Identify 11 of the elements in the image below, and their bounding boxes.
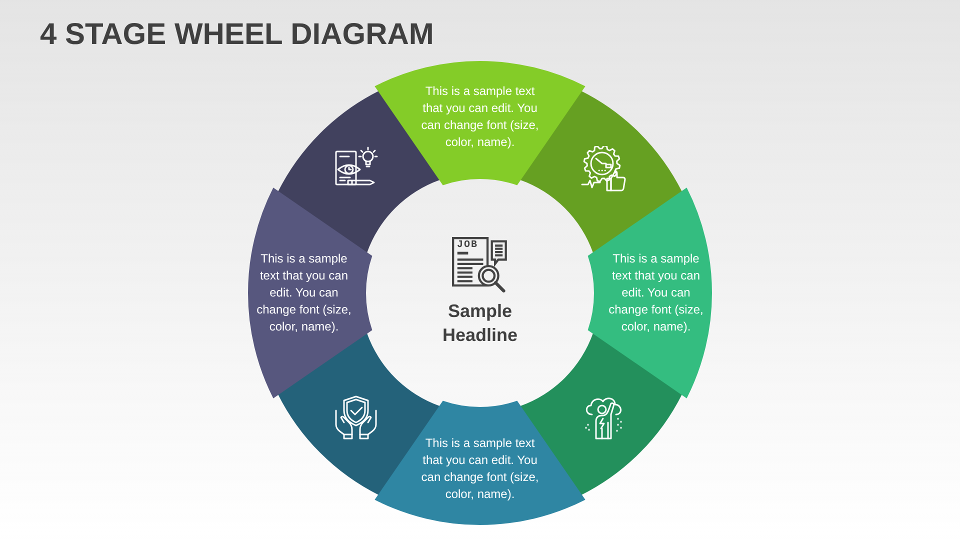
ring-segment [374, 61, 586, 186]
segment-text: This is a sample text that you can edit. You can change font (size, color, name). [420, 435, 540, 503]
segment-text: This is a sample text that you can edit. You can change font (size, color, name). [420, 83, 540, 151]
title: 4 STAGE WHEEL DIAGRAM [40, 17, 434, 53]
job-label: JOB [457, 240, 478, 251]
center-headline: Sample Headline [441, 300, 519, 347]
ring-segment [248, 187, 373, 399]
segment-text: This is a sample text that you can edit. You can change font (size, color, name). [256, 250, 352, 336]
ring-segment [374, 400, 586, 525]
ring-segment [587, 187, 712, 399]
segment-text: This is a sample text that you can edit. You can change font (size, color, name). [608, 250, 704, 336]
